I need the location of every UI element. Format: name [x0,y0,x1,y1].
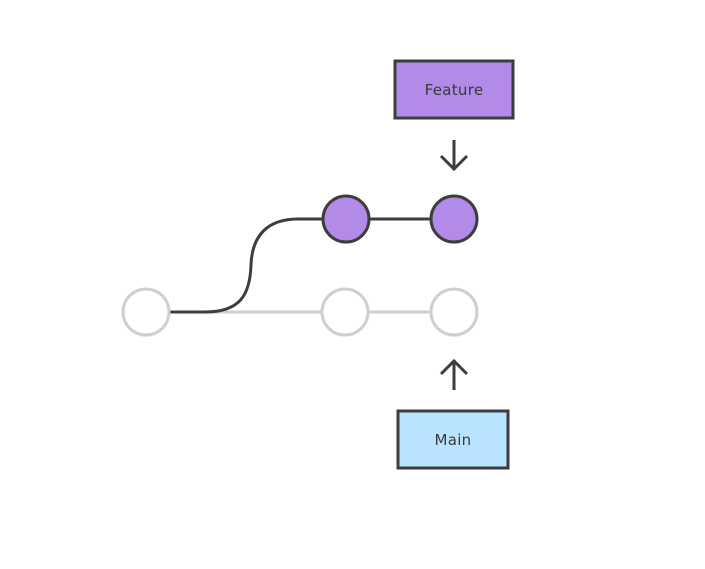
feature-commit [429,194,479,244]
feature-branch [170,217,431,314]
feature-branch-curve [170,217,322,314]
main-branch-label: Main [396,409,510,470]
main-commit [429,287,479,337]
main-commit [320,287,370,337]
feature-commit [321,194,371,244]
main-label-text: Main [434,431,471,449]
main-commit [121,287,171,337]
main-label-box [396,409,510,470]
feature-label-box [393,59,515,120]
arrow-down-icon [439,140,469,172]
feature-branch-label: Feature [393,59,515,120]
feature-label-text: Feature [425,81,484,99]
arrow-up-icon [439,358,469,390]
